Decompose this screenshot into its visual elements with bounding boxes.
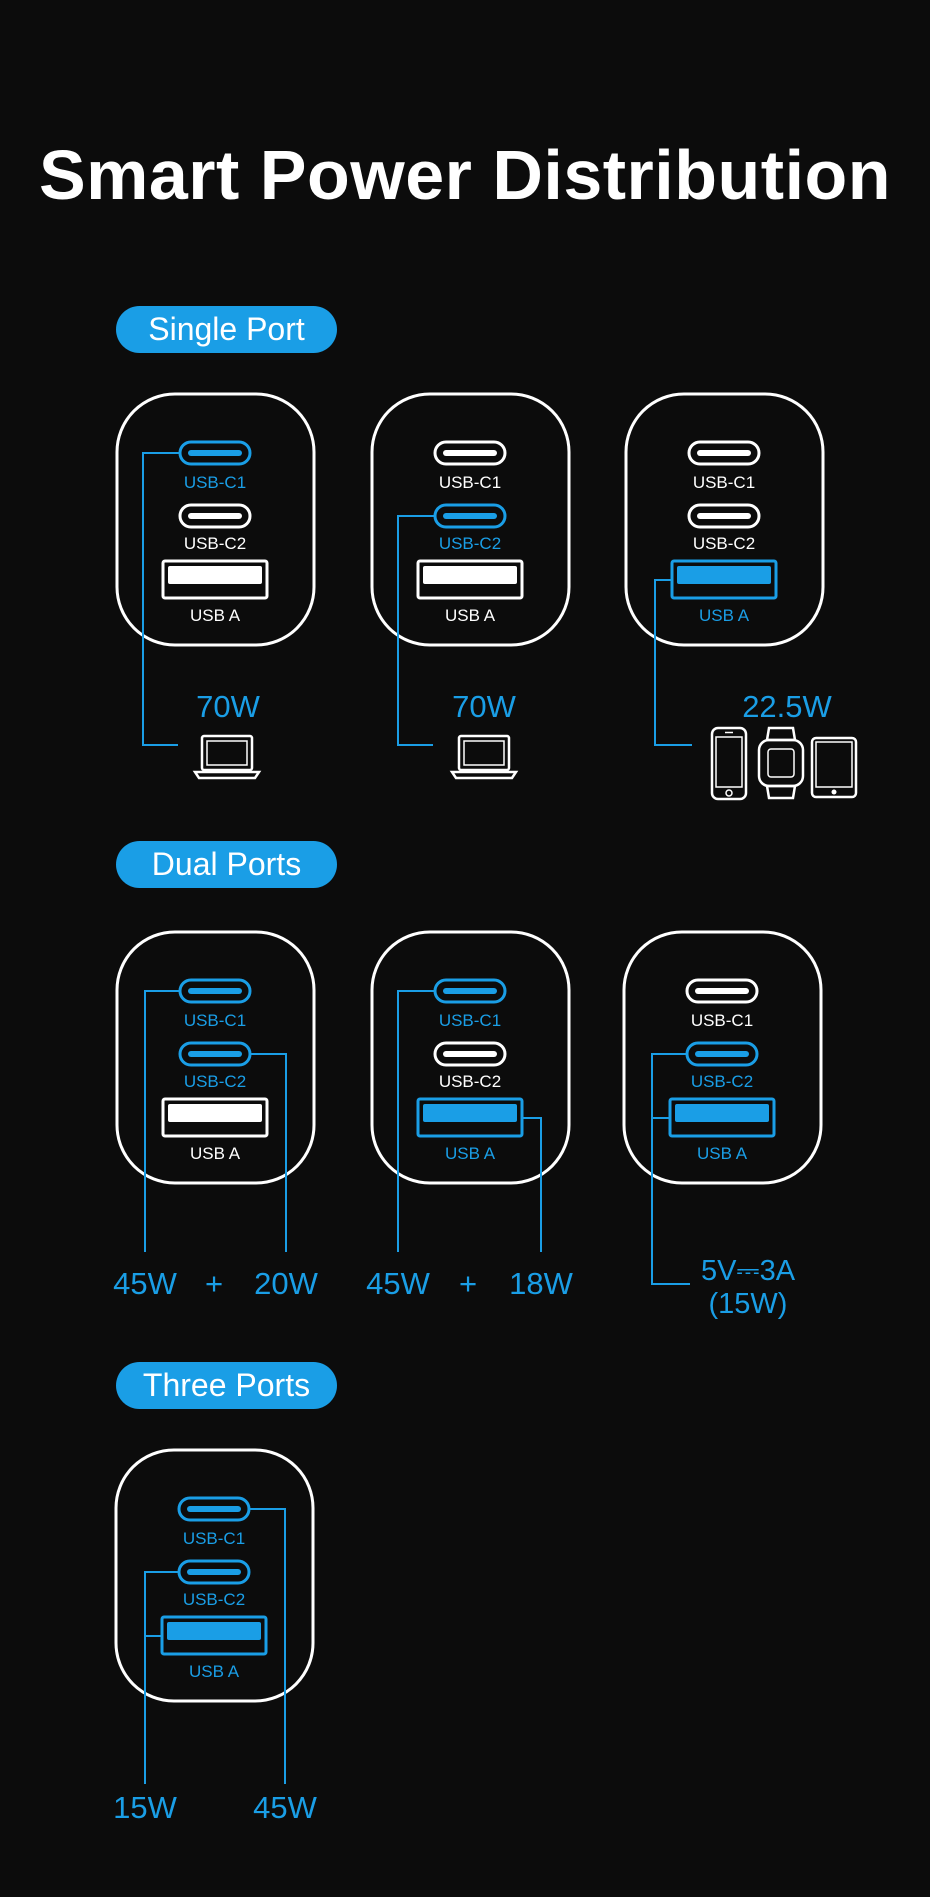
charger-body xyxy=(622,930,823,1185)
laptop-icon xyxy=(449,734,519,780)
usb-a-port xyxy=(161,1097,269,1138)
charger-dual-c2-a: USB-C1 USB-C2 USB A 5V⎓3A (15W) xyxy=(622,930,823,1320)
usb-c1-label: USB-C1 xyxy=(183,1529,245,1548)
usb-a-port xyxy=(416,559,524,600)
section-pill-single-port: Single Port xyxy=(116,306,337,353)
power-label-left: 45W xyxy=(366,1266,430,1301)
power-label-right: 45W xyxy=(253,1790,317,1825)
charger-body xyxy=(370,392,571,647)
power-label: 70W xyxy=(196,689,260,724)
usb-c1-label: USB-C1 xyxy=(693,473,755,492)
connector-line xyxy=(654,579,692,746)
section-pill-three-ports: Three Ports xyxy=(116,1362,337,1409)
power-label-left: 45W xyxy=(113,1266,177,1301)
connector-line-left xyxy=(144,1571,179,1784)
plus-sign: + xyxy=(205,1266,223,1301)
phone-icon xyxy=(710,726,748,801)
usb-c2-port xyxy=(178,503,252,529)
charger-three-ports: USB-C1 USB-C2 USB A 15W 45W xyxy=(113,1448,318,1825)
power-label-left: 15W xyxy=(113,1790,177,1825)
connector-line xyxy=(142,452,180,746)
usb-c1-label: USB-C1 xyxy=(439,1011,501,1030)
usb-a-label: USB A xyxy=(189,1662,240,1681)
connector-line-right xyxy=(522,1117,542,1252)
usb-a-label: USB A xyxy=(699,606,750,625)
section-pill-dual-ports: Dual Ports xyxy=(116,841,337,888)
usb-c2-label: USB-C2 xyxy=(184,1072,246,1091)
usb-c2-port xyxy=(433,1041,507,1067)
usb-c1-port xyxy=(687,440,761,466)
power-label-right: 20W xyxy=(254,1266,318,1301)
power-label-line2: (15W) xyxy=(709,1288,788,1320)
usb-a-label: USB A xyxy=(445,606,496,625)
connector-line-left xyxy=(397,990,435,1252)
power-label: 70W xyxy=(452,689,516,724)
usb-c1-port xyxy=(433,440,507,466)
power-label-right: 18W xyxy=(509,1266,573,1301)
power-label: 22.5W xyxy=(742,689,832,724)
page-title: Smart Power Distribution xyxy=(38,136,892,214)
plus-sign: + xyxy=(459,1266,477,1301)
usb-c1-label: USB-C1 xyxy=(184,1011,246,1030)
usb-a-label: USB A xyxy=(190,1144,241,1163)
usb-c1-label: USB-C1 xyxy=(184,473,246,492)
connector-line-right xyxy=(249,1508,286,1784)
usb-a-label: USB A xyxy=(445,1144,496,1163)
usb-c2-label: USB-C2 xyxy=(183,1590,245,1609)
usb-c2-label: USB-C2 xyxy=(439,534,501,553)
usb-c1-label: USB-C1 xyxy=(691,1011,753,1030)
power-label-line1: 5V⎓3A xyxy=(701,1255,796,1287)
smartwatch-icon xyxy=(757,726,805,800)
connector-line-left xyxy=(144,990,180,1252)
charger-single-c2: USB-C1 USB-C2 USB A 70W xyxy=(370,392,571,780)
laptop-icon xyxy=(192,734,262,780)
charger-body xyxy=(114,1448,315,1703)
usb-c2-label: USB-C2 xyxy=(691,1072,753,1091)
usb-c1-port xyxy=(685,978,759,1004)
connector-line xyxy=(397,515,435,746)
connector-line-right xyxy=(250,1053,287,1252)
usb-c2-label: USB-C2 xyxy=(184,534,246,553)
charger-body xyxy=(115,392,316,647)
charger-dual-c1-a: USB-C1 USB-C2 USB A 45W + 18W xyxy=(366,930,574,1301)
usb-c2-label: USB-C2 xyxy=(439,1072,501,1091)
usb-a-label: USB A xyxy=(697,1144,748,1163)
usb-a-label: USB A xyxy=(190,606,241,625)
charger-body xyxy=(624,392,825,647)
charger-dual-c1-c2: USB-C1 USB-C2 USB A 45W + 20W xyxy=(113,930,319,1301)
usb-a-port xyxy=(161,559,269,600)
charger-single-a: USB-C1 USB-C2 USB A 22.5W xyxy=(624,392,858,801)
usb-c2-port xyxy=(687,503,761,529)
charger-body xyxy=(370,930,571,1185)
tablet-icon xyxy=(810,736,858,799)
connector-line-c2 xyxy=(651,1053,690,1285)
charger-single-c1: USB-C1 USB-C2 USB A 70W xyxy=(115,392,316,780)
charger-body xyxy=(115,930,316,1185)
usb-c1-label: USB-C1 xyxy=(439,473,501,492)
usb-c2-label: USB-C2 xyxy=(693,534,755,553)
